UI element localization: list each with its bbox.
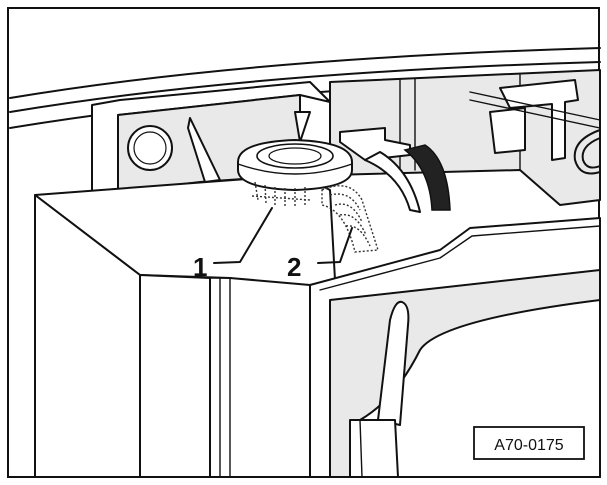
mount-hole — [127, 125, 173, 171]
callout-1: 1 — [193, 252, 207, 282]
figure-code: A70-0175 — [494, 437, 563, 454]
hidden-teeth-part-2 — [321, 185, 379, 253]
callout-2: 2 — [287, 252, 301, 282]
cap-part-1 — [237, 139, 353, 206]
leader-line-2 — [317, 227, 353, 264]
leader-line-1 — [213, 207, 273, 264]
drawing-body — [9, 47, 601, 478]
figure-code-box — [473, 426, 585, 460]
